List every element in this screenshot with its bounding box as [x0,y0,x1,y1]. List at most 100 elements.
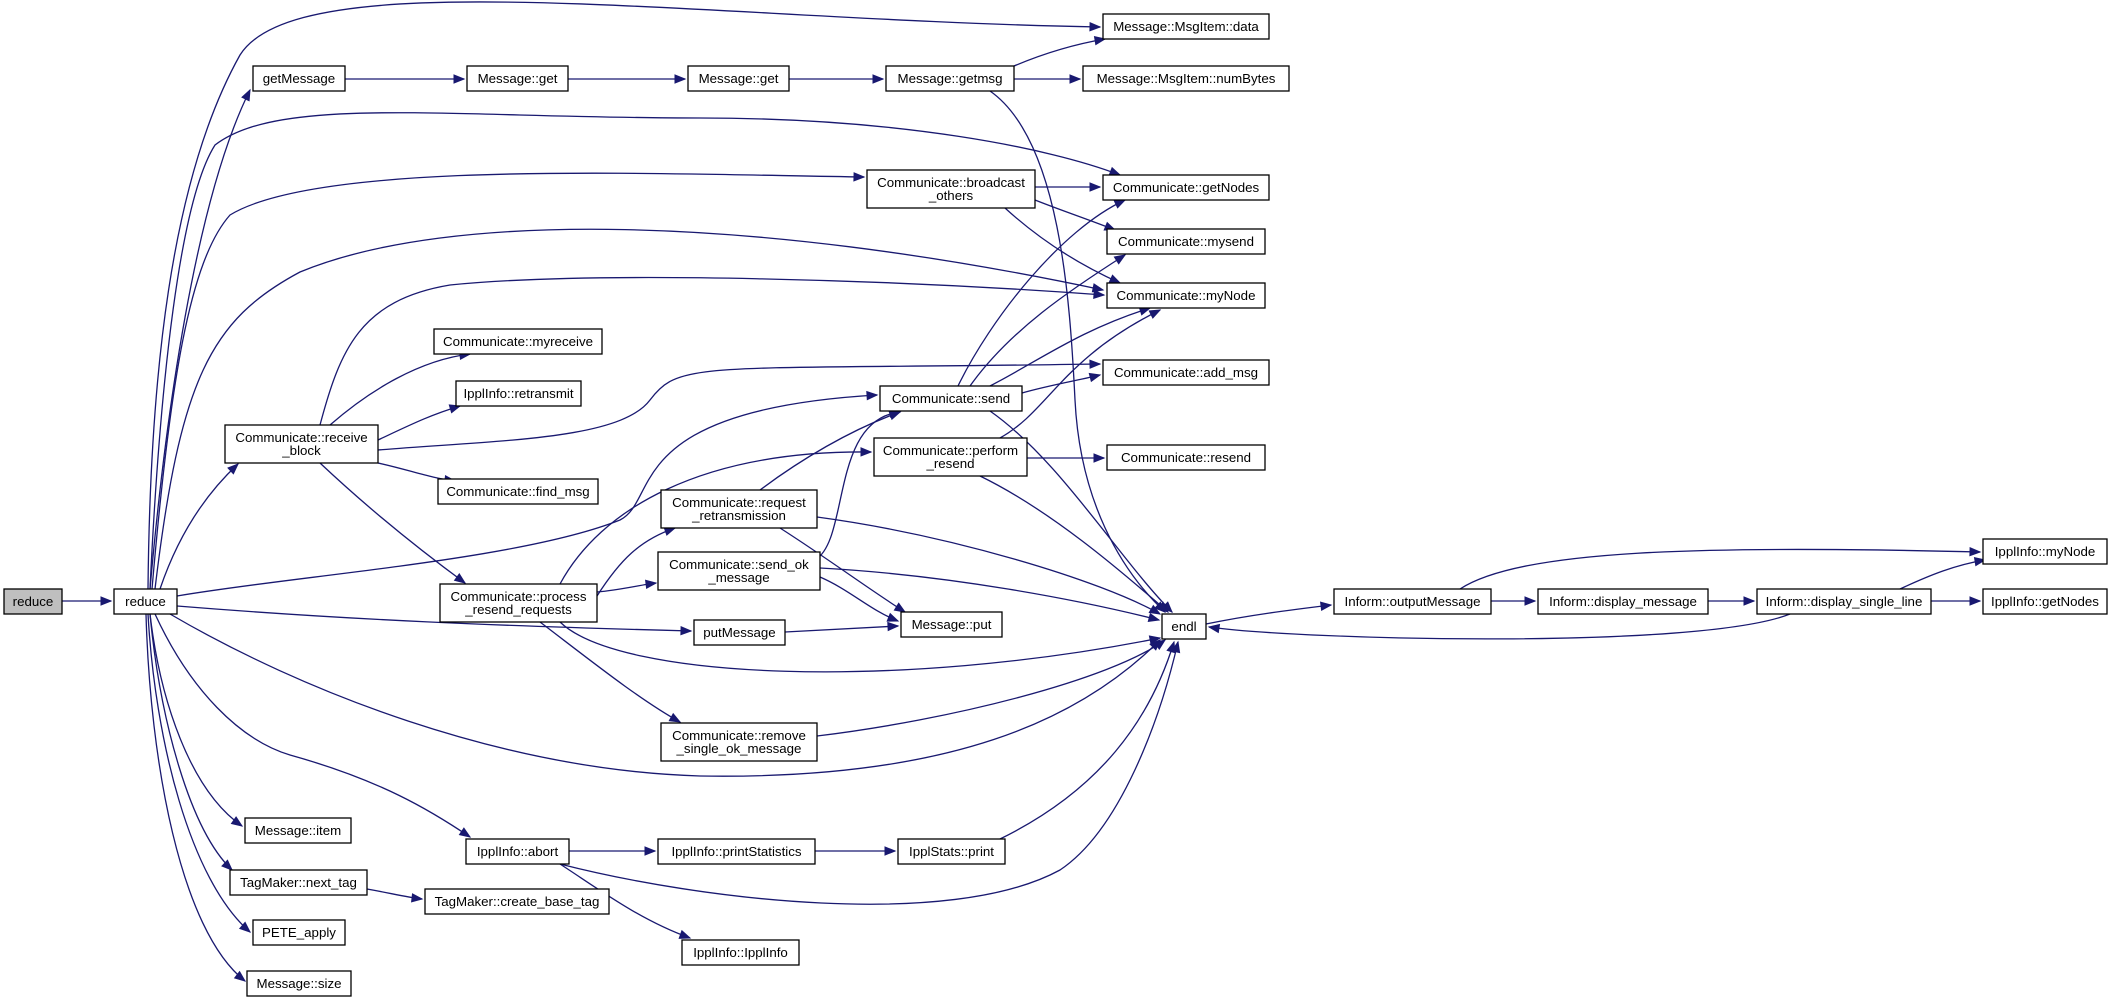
arrowhead [1148,309,1162,319]
node-comm-broadcast-others[interactable]: Communicate::broadcast_others [866,169,1036,209]
node-comm-send-ok-message[interactable]: Communicate::send_ok_message [657,551,821,591]
node-reduce[interactable]: reduce [113,588,178,615]
node-box [1161,613,1207,640]
edge-comm_request_retransmission-to-message_put [779,527,907,613]
node-comm-send[interactable]: Communicate::send [879,385,1023,412]
node-label: getMessage [263,71,335,86]
node-box [660,722,818,762]
edge-comm_perform_resend-to-endl [979,475,1170,613]
arrowhead [100,596,113,606]
node-comm-getnodes[interactable]: Communicate::getNodes [1102,174,1270,201]
node-msgitem-data[interactable]: Message::MsgItem::data [1102,13,1270,40]
arrowhead [1089,359,1102,369]
node-inform-display-single-line[interactable]: Inform::display_single_line [1756,588,1932,615]
edge-line [819,576,899,622]
node-comm-find-msg[interactable]: Communicate::find_msg [437,478,599,505]
edge-line [816,516,1161,615]
node-box [866,169,1036,209]
edge-line [377,405,461,441]
node-label: IpplInfo::getNodes [1991,594,2099,609]
node-label: Message::get [699,71,779,86]
node-comm-mynode[interactable]: Communicate::myNode [1106,282,1266,309]
node-box [465,838,570,865]
arrowhead [227,463,239,475]
node-tagmaker-next-tag[interactable]: TagMaker::next_tag [229,869,368,896]
edge-reduce-to-comm_receive_block [159,463,239,590]
node-getMessage[interactable]: getMessage [252,65,346,92]
node-box [657,551,821,591]
node-message-get-2[interactable]: Message::get [687,65,790,92]
node-ipplinfo-mynode[interactable]: IpplInfo::myNode [1982,538,2108,565]
node-inform-outputmessage[interactable]: Inform::outputMessage [1333,588,1492,615]
node-tagmaker-create-base-tag[interactable]: TagMaker::create_base_tag [424,888,610,915]
node-label: IpplStats::print [909,844,994,859]
node-ipplinfo-retransmit[interactable]: IpplInfo::retransmit [455,380,582,407]
edge-comm_process_resend_requests-to-comm_send_ok_message [596,579,658,593]
node-ipplstats-print[interactable]: IpplStats::print [897,838,1006,865]
edge-reduce-to-comm_broadcast_others [151,172,866,590]
edge-reduce-to-msgitem_data [147,1,1102,590]
node-label: Message::MsgItem::numBytes [1097,71,1276,86]
node-label: Inform::outputMessage [1345,594,1481,609]
node-message-get-1[interactable]: Message::get [466,65,569,92]
edge-line [1034,199,1116,231]
arrowhead [1969,547,1982,557]
node-inform-display-message[interactable]: Inform::display_message [1537,588,1709,615]
node-box [1106,228,1266,255]
node-box [439,583,598,623]
node-putMessage[interactable]: putMessage [693,619,786,646]
edge-getMessage-to-message_get_1 [345,74,466,84]
edge-inform_display_single_line-to-ipplinfo_mynode [1899,557,1987,590]
node-ipplinfo-ipplinfo[interactable]: IpplInfo::IpplInfo [681,939,800,966]
arrowhead [872,74,885,84]
arrowhead [453,74,466,84]
node-box [693,619,786,646]
edge-line [154,228,1104,590]
edge-inform_outputmessage-to-inform_display_message [1491,596,1537,606]
node-comm-resend[interactable]: Communicate::resend [1106,444,1266,471]
node-box [1982,538,2108,565]
node-label: Communicate::request [672,495,806,510]
node-msgitem-numbytes[interactable]: Message::MsgItem::numBytes [1082,65,1290,92]
node-box [252,65,346,92]
node-comm-remove-single-ok-message[interactable]: Communicate::remove_single_ok_message [660,722,818,762]
node-endl[interactable]: endl [1161,613,1207,640]
node-comm-mysend[interactable]: Communicate::mysend [1106,228,1266,255]
edge-comm_send-to-comm_getnodes [957,199,1127,387]
node-label: Communicate::send_ok [669,557,809,572]
node-label: _single_ok_message [676,741,802,756]
node-message-getmsg[interactable]: Message::getmsg [885,65,1015,92]
node-message-put[interactable]: Message::put [900,611,1003,638]
node-box [897,838,1006,865]
node-label: Communicate::remove [672,728,806,743]
node-box [879,385,1023,412]
edge-line [819,567,1160,621]
arrowhead [448,404,462,414]
edge-line [784,625,899,633]
node-comm-myreceive[interactable]: Communicate::myreceive [433,328,603,355]
node-ipplinfo-abort[interactable]: IpplInfo::abort [465,838,570,865]
edge-comm_process_resend_requests-to-endl [559,621,1162,673]
node-box [433,328,603,355]
edges-layer [62,1,1987,982]
node-box [657,838,816,865]
edge-line [154,613,471,838]
edge-line [759,411,901,491]
node-label: _resend [925,456,974,471]
node-message-item[interactable]: Message::item [244,817,352,844]
arrowhead [1113,254,1127,265]
node-comm-request-retransmission[interactable]: Communicate::request_retransmission [660,489,818,529]
node-pete-apply[interactable]: PETE_apply [252,919,346,946]
node-comm-perform-resend[interactable]: Communicate::perform_resend [873,437,1028,477]
node-ipplinfo-printstatistics[interactable]: IpplInfo::printStatistics [657,838,816,865]
arrowhead [1108,166,1122,176]
node-comm-receive-block[interactable]: Communicate::receive_block [224,424,379,464]
edge-line [539,621,681,723]
node-message-size[interactable]: Message::size [246,970,352,997]
node-comm-process-resend-requests[interactable]: Communicate::process_resend_requests [439,583,598,623]
node-label: Message::size [257,976,342,991]
node-box [3,588,63,615]
node-comm-add-msg[interactable]: Communicate::add_msg [1102,359,1270,386]
node-ipplinfo-getnodes[interactable]: IpplInfo::getNodes [1982,588,2108,615]
node-label: Message::MsgItem::data [1113,19,1259,34]
